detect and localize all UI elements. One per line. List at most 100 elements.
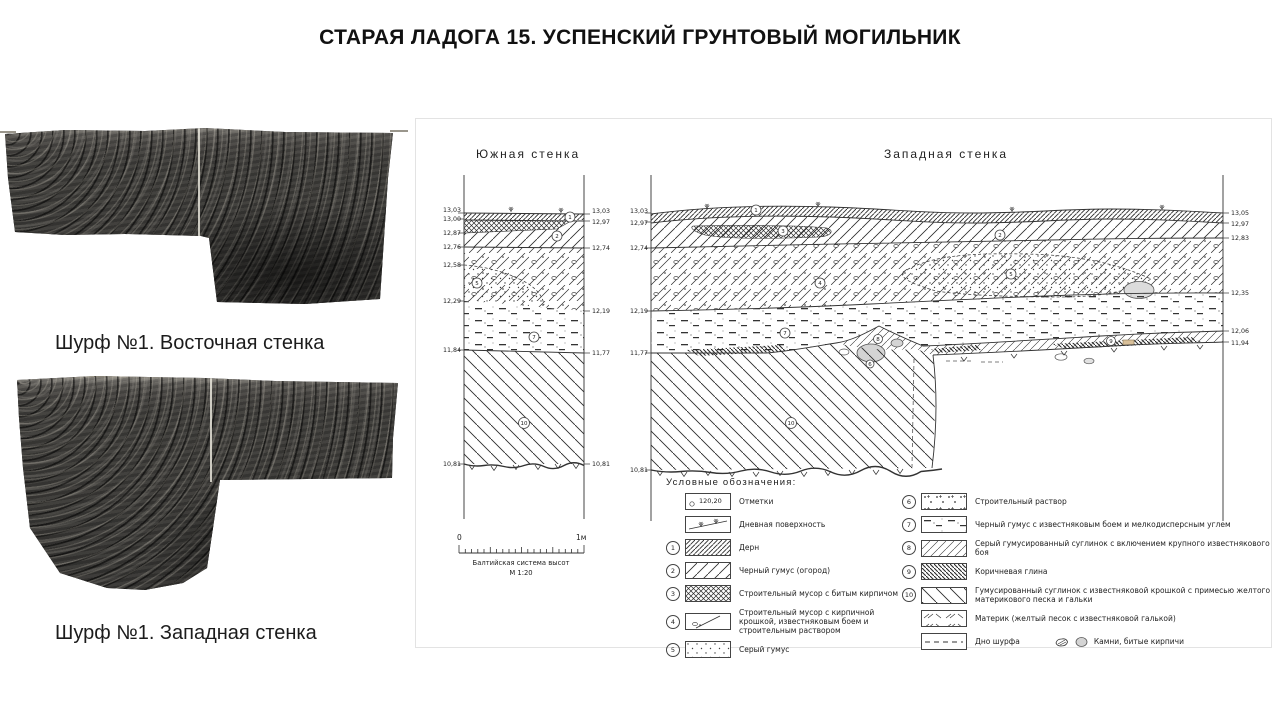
svg-text:7: 7	[783, 331, 787, 337]
svg-text:12,35: 12,35	[1231, 290, 1249, 297]
legend-item-marks: 120,20 Отметки	[666, 493, 904, 510]
west-right-elevations: 13,05 12,97 12,83 12,35 12,06 11,94	[1231, 210, 1249, 347]
photo-west-caption: Шурф №1. Западная стенка	[55, 622, 317, 644]
brick-icon	[1055, 637, 1068, 646]
svg-text:3: 3	[781, 229, 785, 235]
legend-number: 8	[902, 541, 916, 555]
humus-limestone-symbol	[921, 516, 967, 533]
layer-label: 7	[779, 327, 791, 339]
photo-east-wall	[5, 128, 393, 304]
legend-item-floor: Дно шурфа Камни, битые кирпичи	[902, 633, 1274, 650]
svg-text:10: 10	[788, 421, 795, 427]
legend-number: 2	[666, 563, 680, 578]
svg-text:1: 1	[754, 208, 758, 214]
pit-floor-symbol	[921, 633, 967, 650]
mortar-symbol	[921, 493, 967, 510]
svg-text:9: 9	[1109, 339, 1113, 345]
svg-text:12,19: 12,19	[630, 308, 648, 315]
legend-item-4: 4 Строительный мусор с кирпичной крошкой…	[666, 608, 904, 635]
photo-west-wall	[17, 376, 398, 590]
svg-text:2: 2	[998, 233, 1002, 239]
legend-left-column: 120,20 Отметки Дневная поверхность 1 Дер…	[666, 493, 904, 664]
legend-item-5: 5 Серый гумус	[666, 641, 904, 658]
legend-number: 1	[666, 540, 680, 555]
legend-number: 5	[666, 642, 680, 657]
scale-bar: 0 1м Балтийская система высот М 1:20	[457, 533, 586, 577]
svg-text:1: 1	[568, 215, 572, 221]
stones-bricks-group: Камни, битые кирпичи	[1054, 636, 1184, 648]
svg-text:11,77: 11,77	[630, 350, 648, 357]
legend-number: 10	[902, 588, 916, 602]
legend-item-10: 10 Гумусированный суглинок с известняков…	[902, 586, 1274, 604]
svg-text:12,29: 12,29	[443, 298, 461, 305]
svg-text:12,97: 12,97	[630, 220, 648, 227]
legend-item-8: 8 Серый гумусированный суглинок с включе…	[902, 539, 1274, 557]
svg-text:12,87: 12,87	[443, 230, 461, 237]
legend-item-surface: Дневная поверхность	[666, 516, 904, 533]
svg-text:12,74: 12,74	[592, 245, 610, 252]
black-humus-symbol	[685, 562, 731, 579]
south-layers	[463, 206, 585, 472]
legend-item-3: 3 Строительный мусор с битым кирпичом	[666, 585, 904, 602]
humus-loam-symbol	[921, 586, 967, 604]
legend-item-6: 6 Строительный раствор	[902, 493, 1274, 510]
west-section-title: Западная стенка	[884, 147, 1009, 161]
south-left-elevations: 13,03 13,00 12,87 12,76 12,58 12,29 11,8…	[443, 207, 461, 468]
legend-number: 7	[902, 517, 916, 532]
layer-label: 3	[777, 225, 789, 237]
legend-title: Условные обозначения:	[666, 477, 797, 488]
grey-humus-symbol	[685, 641, 731, 658]
legend-number: 4	[666, 614, 680, 629]
measuring-tape	[198, 128, 200, 238]
drawing-panel: Южная стенка Западная стенка	[415, 118, 1272, 658]
legend-right-column: 6 Строительный раствор 7 Черный гумус с …	[902, 493, 1274, 656]
svg-text:12,97: 12,97	[1231, 221, 1249, 228]
svg-text:12,83: 12,83	[1231, 235, 1249, 242]
legend-item-1: 1 Дерн	[666, 539, 904, 556]
west-left-elevations: 13,03 12,97 12,74 12,19 11,77 10,81	[630, 208, 648, 474]
svg-text:12,58: 12,58	[443, 262, 461, 269]
svg-text:11,84: 11,84	[443, 347, 461, 354]
measuring-rod	[390, 130, 408, 132]
scale-zero: 0	[457, 533, 462, 542]
svg-text:8: 8	[876, 337, 880, 343]
svg-text:12,06: 12,06	[1231, 328, 1249, 335]
svg-text:12,76: 12,76	[443, 244, 461, 251]
measuring-rod	[0, 131, 16, 133]
legend-item-9: 9 Коричневая глина	[902, 563, 1274, 580]
legend-number	[666, 518, 680, 532]
rubble-mortar-symbol	[685, 613, 731, 630]
layer-label: 5	[471, 277, 483, 289]
svg-text:13,03: 13,03	[592, 208, 610, 215]
svg-text:2: 2	[555, 234, 559, 240]
bedrock-symbol	[921, 610, 967, 627]
svg-text:13,05: 13,05	[1231, 210, 1249, 217]
svg-text:11,94: 11,94	[1231, 340, 1249, 347]
layer-label: 6	[865, 359, 875, 369]
layer-label: 9	[1106, 336, 1116, 346]
brown-clay-symbol	[921, 563, 967, 580]
layer-label: 2	[994, 229, 1006, 241]
svg-text:5: 5	[1009, 272, 1013, 278]
legend-number: 6	[902, 494, 916, 509]
svg-text:120,20: 120,20	[699, 497, 722, 505]
svg-text:13,00: 13,00	[443, 216, 461, 223]
layer-label: 5	[1005, 268, 1017, 280]
legend-item-materik: Материк (желтый песок с известняковой га…	[902, 610, 1274, 627]
page-title: СТАРАЯ ЛАДОГА 15. УСПЕНСКИЙ ГРУНТОВЫЙ МО…	[319, 26, 961, 49]
layer-label: 10	[518, 417, 530, 429]
svg-text:10,81: 10,81	[630, 467, 648, 474]
layer-label: 1	[564, 211, 576, 223]
svg-text:10,81: 10,81	[592, 461, 610, 468]
layer-label: 8	[873, 334, 883, 344]
layer-label: 1	[750, 204, 762, 216]
scale-system: Балтийская система высот	[473, 559, 570, 567]
measuring-tape	[210, 376, 212, 482]
layer-label: 10	[785, 417, 797, 429]
svg-text:12,97: 12,97	[592, 219, 610, 226]
rubble-symbol	[685, 585, 731, 602]
svg-text:12,74: 12,74	[630, 245, 648, 252]
marks-symbol: 120,20	[685, 493, 731, 510]
layer-label: 4	[814, 277, 826, 289]
